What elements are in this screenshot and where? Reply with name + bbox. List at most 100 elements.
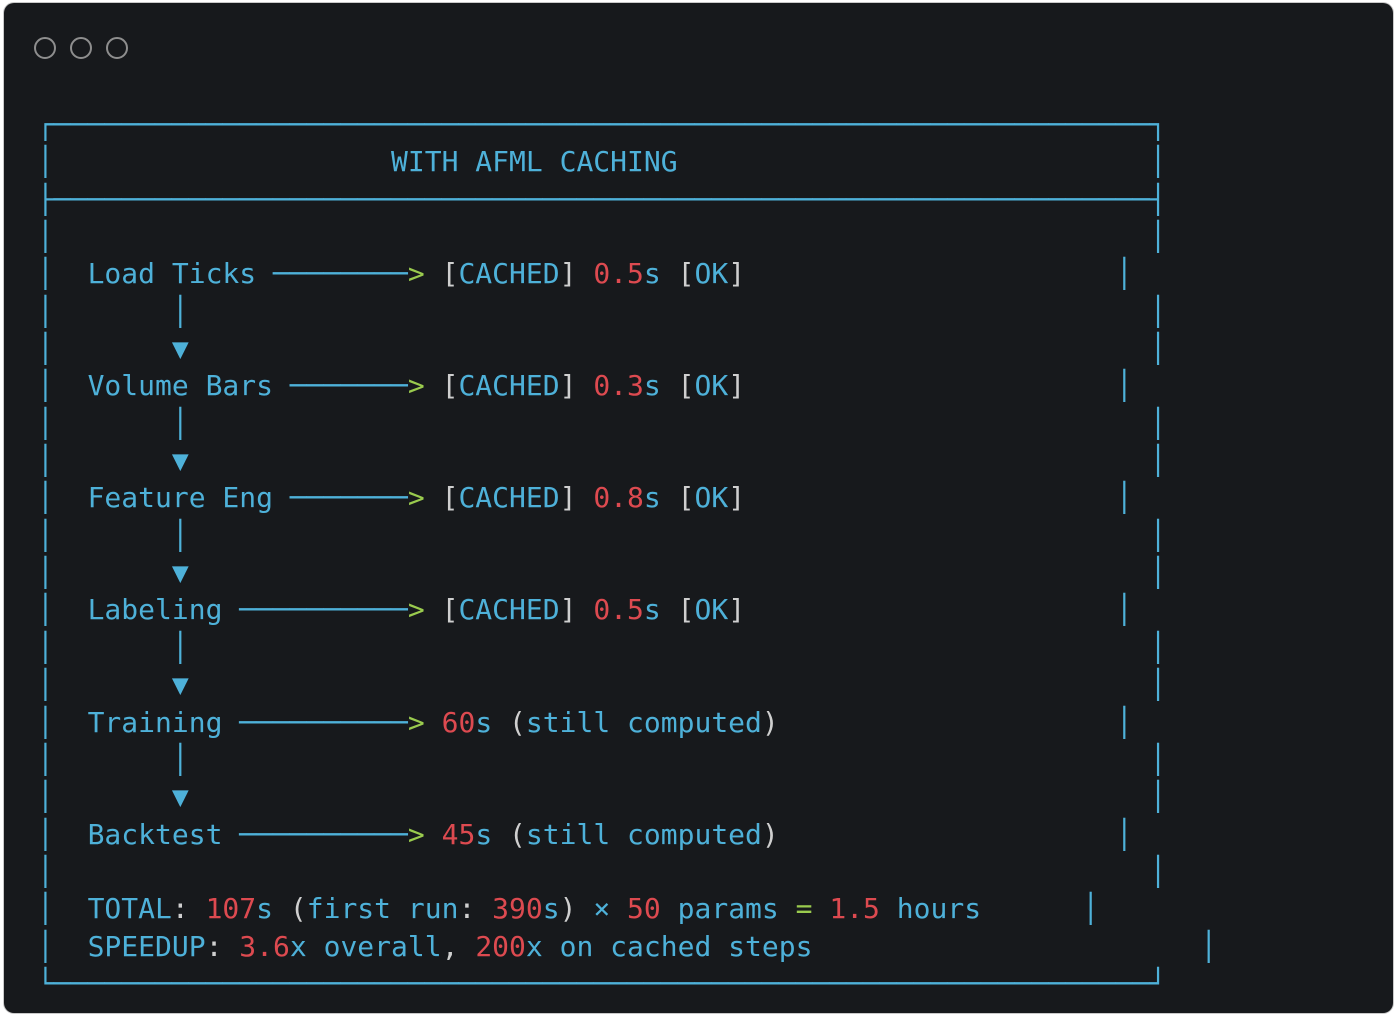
text-segment: 50 <box>627 892 661 926</box>
diagram-line: │ Backtest ──────────> 45s (still comput… <box>37 816 1217 853</box>
text-segment: │ ▼ │ <box>37 556 1167 590</box>
diagram-line: │ ▼ │ <box>37 778 1217 815</box>
text-segment <box>475 892 492 925</box>
text-segment: x overall <box>289 929 442 963</box>
diagram-line: │ ▼ │ <box>37 330 1217 367</box>
text-segment: s <box>256 892 290 926</box>
text-segment <box>425 818 442 851</box>
text-segment <box>576 369 593 402</box>
text-segment: CACHED <box>458 369 560 403</box>
text-segment: [ <box>677 369 695 403</box>
text-segment <box>425 593 442 626</box>
text-segment: │ Load Ticks ──────── <box>37 257 408 291</box>
diagram-line: │ Volume Bars ───────> [CACHED] 0.3s [OK… <box>37 367 1217 404</box>
text-segment: x on cached steps │ <box>525 929 1218 963</box>
text-segment: ) <box>559 892 577 926</box>
text-segment: [ <box>441 593 459 627</box>
text-segment: s <box>475 817 510 851</box>
text-segment: │ │ │ <box>37 630 1167 664</box>
diagram-line: │ ▼ │ <box>37 442 1217 479</box>
text-segment: ( <box>509 817 526 851</box>
text-segment: hours │ <box>879 892 1100 926</box>
maximize-button[interactable] <box>106 37 128 59</box>
text-segment: │ │ │ <box>37 294 1167 328</box>
text-segment: └───────────────────────────────────────… <box>37 966 1167 1000</box>
text-segment: 0.3 <box>593 369 644 403</box>
text-segment: ├───────────────────────────────────────… <box>37 182 1167 216</box>
text-segment: │ ▼ │ <box>37 444 1167 478</box>
text-segment: │ │ │ <box>37 406 1167 440</box>
window-controls <box>34 37 128 59</box>
text-segment: [ <box>441 257 459 291</box>
text-segment: CACHED <box>458 593 560 627</box>
text-segment <box>576 257 593 290</box>
text-segment: ) <box>761 705 779 739</box>
text-segment: ┌───────────────────────────────────────… <box>37 108 1167 141</box>
text-segment: × <box>576 892 628 926</box>
text-segment: [ <box>677 593 695 627</box>
text-segment <box>812 892 829 925</box>
text-segment: │ <box>745 369 1133 403</box>
text-segment: params <box>660 892 796 926</box>
text-segment: [ <box>441 481 459 515</box>
text-segment: s <box>475 705 510 739</box>
text-segment: = <box>795 892 813 926</box>
text-segment: 0.8 <box>593 481 644 515</box>
text-segment: s <box>542 892 560 926</box>
text-segment <box>425 257 442 290</box>
close-button[interactable] <box>34 37 56 59</box>
text-segment: │ Feature Eng ─────── <box>37 481 408 515</box>
diagram-line: │ │ <box>37 853 1217 890</box>
diagram-line: ├───────────────────────────────────────… <box>37 181 1217 218</box>
text-segment: │ WITH AFML CACHING │ <box>37 145 1167 179</box>
text-segment: 1.5 <box>829 892 880 926</box>
text-segment: │ Volume Bars ─────── <box>37 369 408 403</box>
text-segment: > <box>407 705 425 739</box>
diagram-line: │ │ │ <box>37 293 1217 330</box>
text-segment: CACHED <box>458 257 560 291</box>
text-segment: │ <box>745 481 1133 515</box>
text-segment: 60 <box>441 705 476 739</box>
text-segment: > <box>407 593 425 627</box>
text-segment: │ Backtest ────────── <box>37 817 408 851</box>
text-segment: │ <box>778 705 1133 739</box>
text-segment: 200 <box>475 929 526 963</box>
diagram-line: │ Training ──────────> 60s (still comput… <box>37 704 1217 741</box>
text-segment: still computed <box>525 705 762 739</box>
text-segment: │ ▼ │ <box>37 668 1167 702</box>
text-segment: 107 <box>205 892 257 926</box>
text-segment <box>425 706 442 739</box>
text-segment: OK <box>694 369 729 403</box>
text-segment: : <box>458 892 476 926</box>
diagram-line: │ Load Ticks ────────> [CACHED] 0.5s [OK… <box>37 255 1217 292</box>
text-segment: > <box>407 817 425 851</box>
text-segment: │ ▼ │ <box>37 332 1167 366</box>
text-segment: 390 <box>492 892 543 926</box>
text-segment: │ TOTAL <box>37 892 172 926</box>
text-segment: ] <box>559 593 577 627</box>
text-segment <box>425 481 442 514</box>
text-segment: ] <box>728 257 746 291</box>
text-segment: ] <box>559 369 577 403</box>
text-segment: ] <box>728 369 746 403</box>
diagram-line: │ Feature Eng ───────> [CACHED] 0.8s [OK… <box>37 479 1217 516</box>
text-segment <box>576 593 593 626</box>
text-segment: │ <box>778 817 1133 851</box>
text-segment: still computed <box>525 817 762 851</box>
diagram-line: │ TOTAL: 107s (first run: 390s) × 50 par… <box>37 890 1217 927</box>
text-segment: > <box>407 257 425 291</box>
text-segment: ] <box>559 481 577 515</box>
text-segment: ( <box>289 892 307 926</box>
diagram-line: └───────────────────────────────────────… <box>37 965 1217 1002</box>
text-segment: ) <box>761 817 779 851</box>
diagram-line: │ │ │ <box>37 629 1217 666</box>
minimize-button[interactable] <box>70 37 92 59</box>
text-segment: > <box>407 481 425 515</box>
text-segment <box>458 930 475 963</box>
text-segment: : <box>205 929 223 963</box>
diagram-line: │ WITH AFML CACHING │ <box>37 143 1217 180</box>
diagram-line: │ │ <box>37 218 1217 255</box>
diagram-line: │ ▼ │ <box>37 666 1217 703</box>
text-segment: : <box>171 892 189 926</box>
text-segment: [ <box>441 369 459 403</box>
